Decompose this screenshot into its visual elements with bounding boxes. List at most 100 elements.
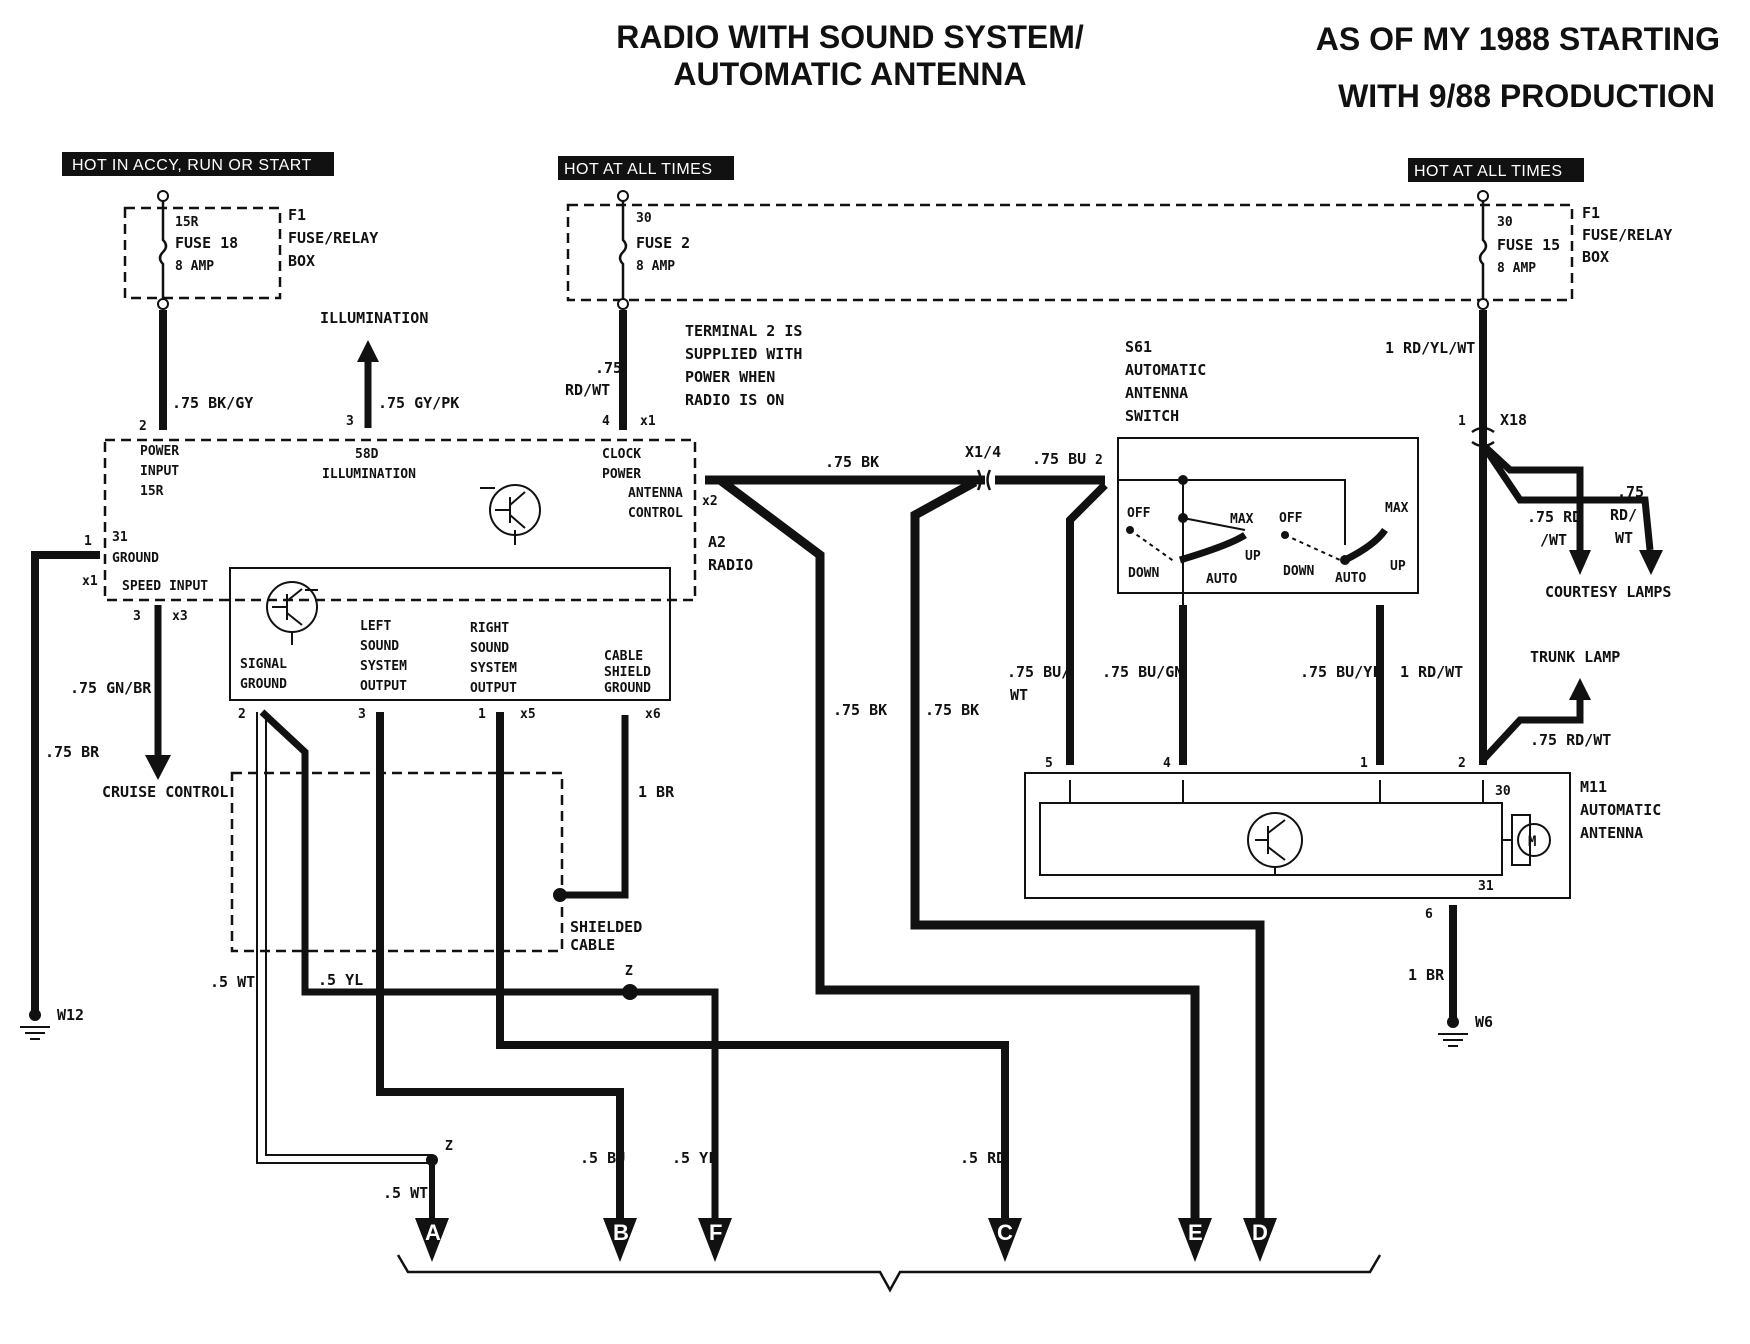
radio-ground: GROUND [112, 551, 159, 566]
sw-auto-1: AUTO [1206, 572, 1237, 587]
pin-5-m11: 5 [1045, 756, 1053, 771]
f1-l1-right: FUSE/RELAY [1582, 226, 1672, 244]
m11-id: M11 [1580, 778, 1607, 796]
wire-rd-c [496, 712, 1009, 1220]
fuse-box-right [566, 203, 1574, 302]
left-2: SOUND [360, 639, 399, 654]
wire-gy-pk-label: .75 GY/PK [378, 394, 459, 412]
connector-c-label: C [997, 1220, 1013, 1245]
s61-switch-box [1117, 437, 1419, 594]
shield-splice [553, 888, 567, 902]
fuse-15-amp: 8 AMP [1497, 261, 1536, 276]
radio-speed: SPEED INPUT [122, 579, 208, 594]
f1-id-right: F1 [1582, 204, 1600, 222]
fuse-18-term: 15R [175, 215, 199, 230]
sw-down-2: DOWN [1283, 564, 1314, 579]
wire-bk-main-label: .75 BK [825, 453, 879, 471]
a2-name: RADIO [708, 556, 753, 574]
illumination-label: ILLUMINATION [320, 309, 428, 327]
right-2: SOUND [470, 641, 509, 656]
wire-bk-d-label: .75 BK [925, 701, 979, 719]
arrow-courtesy-2 [1639, 550, 1663, 575]
wire-rd-yl-wt-label: 1 RD/YL/WT [1385, 339, 1475, 357]
wire-bu-wt-a: .75 BU/ [1007, 663, 1070, 681]
wire-bk-e [717, 476, 1200, 1220]
w6-label: W6 [1475, 1013, 1493, 1031]
connector-e-label: E [1188, 1220, 1203, 1245]
fuse-2-term: 30 [636, 211, 652, 226]
wire-cr-c: WT [1615, 529, 1633, 547]
fuse-2-name: FUSE 2 [636, 234, 690, 252]
m11-l2: ANTENNA [1580, 824, 1643, 842]
wire-yl-f-label: .5 YL [672, 1149, 717, 1167]
right-4: OUTPUT [470, 681, 517, 696]
sw-off-1: OFF [1127, 506, 1151, 521]
shielded-2: CABLE [570, 936, 615, 954]
shielded-cable-box [230, 771, 564, 953]
x18-label: X18 [1500, 411, 1527, 429]
wire-wt-label: .5 WT [210, 973, 255, 991]
fuse-15-term: 30 [1497, 215, 1513, 230]
x1-4-connector [976, 469, 992, 491]
m11-transistor-icon [1247, 812, 1303, 875]
ground-w6-icon [1438, 1016, 1468, 1047]
pin-1-ground: 1 [84, 534, 92, 549]
wire-bu-b-label: .5 BU [580, 1149, 625, 1167]
wire-yl-label: .5 YL [318, 971, 363, 989]
connector-e: E [1178, 1218, 1212, 1262]
wire-trunk [1480, 700, 1584, 763]
wire-courtesy-1 [1480, 442, 1584, 550]
wire-bk-gy-label: .75 BK/GY [172, 394, 253, 412]
radio-ant-1: ANTENNA [628, 486, 683, 501]
svg-text:M: M [1528, 834, 1536, 850]
arrow-cruise [145, 755, 171, 780]
left-1: LEFT [360, 619, 391, 634]
wire-br-shield-label: 1 BR [638, 783, 675, 801]
note-line-1: TERMINAL 2 IS [685, 322, 802, 340]
wire-rd-wt-b: RD/WT [565, 381, 610, 399]
f1-id-left: F1 [288, 206, 306, 224]
wire-br-ground [31, 551, 100, 1015]
arrow-trunk [1569, 678, 1591, 700]
title-right-2: WITH 9/88 PRODUCTION [1338, 78, 1715, 114]
connector-f: F [698, 1218, 732, 1262]
s61-3: ANTENNA [1125, 384, 1188, 402]
cruise-label: CRUISE CONTROL [102, 783, 228, 801]
sig-1: SIGNAL [240, 657, 287, 672]
fuse-18-name: FUSE 18 [175, 234, 238, 252]
header-hot-accy-text: HOT IN ACCY, RUN OR START [72, 157, 312, 174]
bottom-brace [396, 1254, 1382, 1293]
radio-output-box [229, 567, 671, 701]
radio-power-1: POWER [140, 444, 179, 459]
sw-up-2: UP [1390, 559, 1406, 574]
right-3: SYSTEM [470, 661, 517, 676]
header-hot-all-times-right: HOT AT ALL TIMES [1408, 158, 1584, 182]
wire-bu-b [376, 712, 624, 1220]
radio-power-2: INPUT [140, 464, 179, 479]
fuse-15-name: FUSE 15 [1497, 236, 1560, 254]
pin-2-radio: 2 [139, 419, 147, 434]
wire-wt-a-label: .5 WT [383, 1184, 428, 1202]
wire-br-shield [560, 715, 629, 899]
pin-2-s61: 2 [1095, 453, 1103, 468]
m11-l1: AUTOMATIC [1580, 801, 1661, 819]
connector-a-label: A [425, 1220, 441, 1245]
connector-c: C [988, 1218, 1022, 1262]
wire-bu-wt-b: WT [1010, 686, 1028, 704]
sw-up-1: UP [1245, 549, 1261, 564]
header-hot-accy: HOT IN ACCY, RUN OR START [62, 152, 334, 176]
header-right-text: HOT AT ALL TIMES [1414, 163, 1563, 180]
pin-4-radio: 4 [602, 414, 610, 429]
radio-clock-2: POWER [602, 467, 641, 482]
pin-31-ground: 31 [112, 530, 128, 545]
pin-x3-speed: x3 [172, 609, 188, 624]
arrow-illumination [357, 340, 379, 362]
title-line-1: RADIO WITH SOUND SYSTEM/ [616, 19, 1084, 55]
pin-6-m11: 6 [1425, 907, 1433, 922]
wire-rd-wt-a: .75 [595, 359, 622, 377]
wire-rd-c-label: .5 RD [960, 1149, 1005, 1167]
wire-bu-wt [1066, 482, 1108, 765]
header-hot-all-times-mid: HOT AT ALL TIMES [558, 156, 734, 180]
left-3: SYSTEM [360, 659, 407, 674]
pin-31-m11: 31 [1478, 879, 1494, 894]
